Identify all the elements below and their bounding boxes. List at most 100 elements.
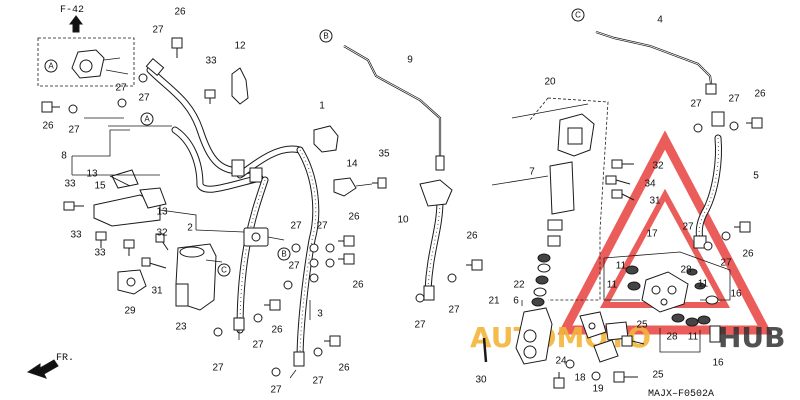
upper-hose-assembly xyxy=(145,57,304,193)
front-direction-arrow: FR. xyxy=(26,353,74,379)
washers-right xyxy=(693,121,739,251)
detail-box xyxy=(37,37,135,87)
label-11-d: 11 xyxy=(688,332,699,343)
label-26-e: 26 xyxy=(352,280,364,291)
label-25-b: 25 xyxy=(652,370,664,381)
svg-text:A: A xyxy=(48,62,54,71)
svg-text:B: B xyxy=(323,32,328,41)
label-4: 4 xyxy=(657,15,663,26)
bolt-35 xyxy=(372,177,387,189)
ref-circle-c-2: C xyxy=(217,263,231,277)
label-27-f: 27 xyxy=(316,221,328,232)
bolt-32-mc xyxy=(611,159,634,169)
bolt-24 xyxy=(553,372,565,389)
bolt-26-bot xyxy=(324,335,341,347)
ref-circle-a-2: A xyxy=(140,112,154,126)
label-27-e: 27 xyxy=(290,221,302,232)
label-30: 30 xyxy=(475,375,487,386)
brake-hose-10 xyxy=(419,179,453,301)
label-27-p: 27 xyxy=(682,222,694,233)
label-27-l: 27 xyxy=(414,320,426,331)
brake-pipe-4 xyxy=(595,30,717,95)
label-33-c: 33 xyxy=(70,230,82,241)
bolt-26-mid2 xyxy=(338,253,355,265)
label-6: 6 xyxy=(513,296,519,307)
bolt-31 xyxy=(141,257,167,269)
label-27-i: 27 xyxy=(212,363,224,374)
front-arrow-icon xyxy=(26,359,59,379)
label-11-c: 11 xyxy=(698,279,709,290)
reference-arrow-group: F-42 xyxy=(37,5,135,87)
bolt-26-mid xyxy=(338,235,355,247)
ref-circle-a-1: A xyxy=(44,59,58,73)
bolt-26-right2 xyxy=(734,221,751,233)
label-26-b: 26 xyxy=(42,121,54,132)
label-35: 35 xyxy=(378,149,390,160)
label-21: 21 xyxy=(488,296,500,307)
bolt-31-mc xyxy=(611,189,635,201)
label-23: 23 xyxy=(175,322,187,333)
label-27-m: 27 xyxy=(448,305,460,316)
label-8: 8 xyxy=(61,151,67,162)
svg-text:B: B xyxy=(281,250,286,259)
pad-pin-parts xyxy=(565,311,645,383)
label-27-k: 27 xyxy=(312,376,324,387)
label-27-j: 27 xyxy=(270,385,282,396)
label-25-a: 25 xyxy=(636,320,648,331)
ref-circle-c-1: C xyxy=(571,8,585,22)
front-caliper-left xyxy=(175,243,223,311)
label-16-a: 16 xyxy=(730,289,742,300)
svg-text:C: C xyxy=(221,266,227,275)
label-24: 24 xyxy=(555,356,567,367)
label-1: 1 xyxy=(319,101,325,112)
bracket-15 xyxy=(93,169,167,227)
label-26-a: 26 xyxy=(174,7,186,18)
label-33-d: 33 xyxy=(94,248,106,259)
label-27-c: 27 xyxy=(138,93,150,104)
hose-clamp-12 xyxy=(231,67,249,105)
watermark: AUTOMOTO HUB xyxy=(470,130,786,354)
washers-left xyxy=(68,73,335,377)
ref-circle-b-1: B xyxy=(319,29,333,43)
caliper-seal-kit-17 xyxy=(603,251,731,353)
diagram-code: MAJX–F0502A xyxy=(648,389,714,400)
label-26-i: 26 xyxy=(742,249,754,260)
bolt-33-top xyxy=(204,89,216,104)
reference-page-label: F-42 xyxy=(60,5,84,16)
label-7: 7 xyxy=(529,167,535,178)
bolt-33-a xyxy=(63,201,84,211)
label-27-n: 27 xyxy=(690,99,702,110)
svg-text:C: C xyxy=(575,11,581,20)
label-34: 34 xyxy=(644,179,656,190)
hose-guide-14 xyxy=(333,177,373,197)
leader-lines-left xyxy=(71,117,311,320)
bolt-26-left xyxy=(41,101,60,113)
master-cylinder-assembly xyxy=(491,97,609,365)
front-label: FR. xyxy=(56,353,74,364)
label-29: 29 xyxy=(124,306,136,317)
label-27-o: 27 xyxy=(728,94,740,105)
label-16-b: 16 xyxy=(712,358,724,369)
label-11-b: 11 xyxy=(607,280,618,291)
brake-hose-5 xyxy=(693,111,725,249)
label-27-h: 27 xyxy=(252,340,264,351)
label-20: 20 xyxy=(544,77,556,88)
label-32-b: 32 xyxy=(652,161,664,172)
bolt-33-c xyxy=(123,239,135,256)
label-19: 19 xyxy=(592,384,604,395)
label-26-g: 26 xyxy=(338,363,350,374)
label-14: 14 xyxy=(346,159,358,170)
label-31-b: 31 xyxy=(649,196,661,207)
hose-clamp-1 xyxy=(313,125,339,153)
label-33-a: 33 xyxy=(205,56,217,67)
bracket-29 xyxy=(117,269,147,295)
center-long-hose xyxy=(289,146,320,379)
label-28-b: 28 xyxy=(666,332,678,343)
three-way-joint xyxy=(243,227,285,247)
ref-circle-b-2: B xyxy=(277,247,291,261)
label-32-a: 32 xyxy=(156,228,168,239)
label-18: 18 xyxy=(574,373,586,384)
up-arrow-icon xyxy=(69,15,83,33)
part-number-labels: 1 2 3 4 5 6 7 8 9 10 11 11 11 11 12 13 1… xyxy=(42,7,766,396)
